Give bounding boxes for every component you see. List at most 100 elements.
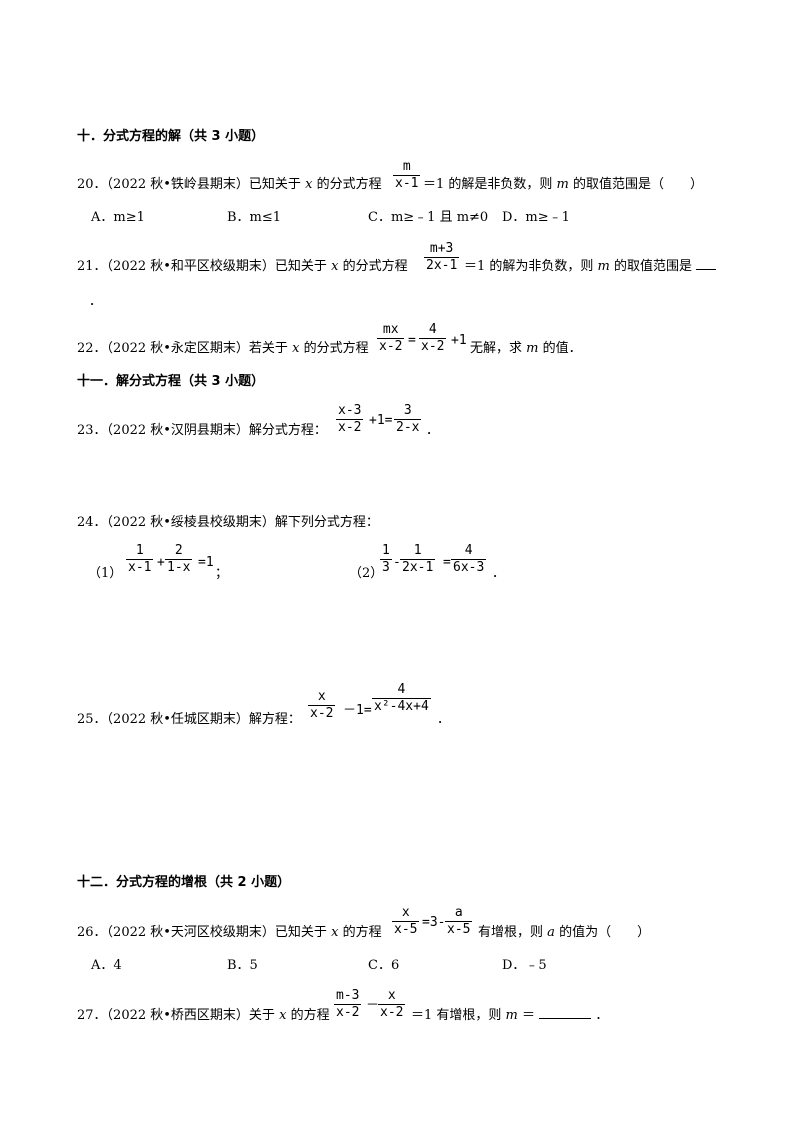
q26-fraction-2: a x-5 bbox=[445, 905, 473, 938]
q21-denominator: 2x-1 bbox=[424, 257, 460, 273]
q24-p1-plus: + bbox=[157, 555, 165, 570]
q26-var-x: x bbox=[331, 925, 339, 940]
q24-p1-f1-denominator: x-1 bbox=[126, 559, 154, 575]
q22-var-m: m bbox=[526, 341, 539, 356]
q27-var-m: m bbox=[505, 1008, 518, 1023]
q22-fraction-1: mx x-2 bbox=[377, 322, 405, 355]
q27-minus: － bbox=[366, 998, 380, 1013]
q23-f2-denominator: 2-x bbox=[394, 419, 422, 435]
q23-f2-numerator: 3 bbox=[403, 403, 412, 418]
q20-option-c: C．m≥﹣1 且 m≠0 bbox=[368, 210, 489, 225]
q25-f2-numerator: 4 bbox=[397, 682, 406, 697]
q26-option-d: D．﹣5 bbox=[502, 958, 547, 973]
q26-f1-numerator: x bbox=[401, 905, 410, 920]
q22-f1-denominator: x-2 bbox=[377, 338, 405, 354]
q24-p1-fraction-1: 1 x-1 bbox=[126, 543, 154, 576]
q24-p2-equals: = bbox=[443, 555, 451, 570]
q26-mid: 的方程 bbox=[342, 925, 382, 940]
q24-p2-f1-denominator: 3 bbox=[380, 559, 392, 575]
q27-answer-blank[interactable] bbox=[539, 1018, 592, 1019]
q26-prefix: 26．（2022 秋•天河区校级期末）已知关于 bbox=[77, 925, 327, 940]
q27-mid: 的方程 bbox=[290, 1008, 330, 1023]
q26-f2-numerator: a bbox=[454, 905, 463, 920]
q21-numerator: m+3 bbox=[429, 241, 454, 256]
q21-post-b: 的取值范围是 bbox=[614, 259, 693, 274]
question-27: 27．（2022 秋•桥西区期末）关于 x 的方程 bbox=[77, 1008, 330, 1024]
q26-option-b: B．5 bbox=[227, 958, 258, 973]
q21-tail: ＝1 的解为非负数，则 m 的取值范围是 bbox=[464, 259, 717, 275]
section-title-10: 十．分式方程的解（共 3 小题） bbox=[77, 129, 265, 144]
question-26: 26．（2022 秋•天河区校级期末）已知关于 x 的方程 bbox=[77, 925, 382, 941]
q20-option-b: B．m≤1 bbox=[227, 210, 282, 225]
q22-mid: 的分式方程 bbox=[303, 341, 369, 356]
q23-operator: +1= bbox=[369, 413, 393, 428]
q23-period: ． bbox=[426, 423, 440, 438]
q21-period: ． bbox=[89, 294, 103, 309]
q24-p2-f2-numerator: 1 bbox=[413, 543, 422, 558]
q27-post-a: ＝1 有增根，则 bbox=[411, 1008, 502, 1023]
q26-var-a: a bbox=[547, 925, 555, 940]
q24-p2-fraction-3: 4 6x-3 bbox=[451, 543, 487, 576]
q26-tail: 有增根，则 a 的值为（ ） bbox=[478, 925, 650, 941]
q24-p2-f3-numerator: 4 bbox=[464, 543, 473, 558]
q20-option-d: D．m≥﹣1 bbox=[502, 210, 570, 225]
q24-p1-equals: =1 bbox=[198, 555, 214, 570]
q22-f2-numerator: 4 bbox=[428, 322, 437, 337]
q24-p2-end: ． bbox=[492, 566, 506, 581]
q24-p1-f2-denominator: 1-x bbox=[165, 559, 193, 575]
q27-f2-numerator: x bbox=[387, 988, 396, 1003]
q21-post-a: ＝1 的解为非负数，则 bbox=[464, 259, 594, 274]
question-20: 20．（2022 秋•铁岭县期末）已知关于 x 的分式方程 bbox=[77, 177, 382, 193]
q20-var-x: x bbox=[305, 177, 313, 192]
section-title-12: 十二．分式方程的增根（共 2 小题） bbox=[77, 875, 291, 890]
q23-fraction-2: 3 2-x bbox=[394, 403, 422, 436]
q24-part-1-label: （1） bbox=[88, 566, 123, 581]
q20-tail: ＝1 的解是非负数，则 m 的取值范围是（ ） bbox=[423, 177, 703, 193]
q21-mid: 的分式方程 bbox=[342, 259, 408, 274]
q26-post-b: 的值为（ ） bbox=[559, 925, 651, 940]
q22-f2-denominator: x-2 bbox=[419, 338, 447, 354]
q22-prefix: 22．（2022 秋•永定区期末）若关于 bbox=[77, 341, 288, 356]
q24-p2-fraction-1: 1 3 bbox=[380, 543, 392, 576]
q27-period: ． bbox=[595, 1008, 609, 1023]
q26-option-a: A．4 bbox=[91, 958, 122, 973]
q27-f1-denominator: x-2 bbox=[334, 1004, 362, 1020]
question-24: 24．（2022 秋•绥棱县校级期末）解下列分式方程： bbox=[77, 515, 379, 530]
q20-var-m: m bbox=[556, 177, 569, 192]
q20-denominator: x-1 bbox=[393, 175, 421, 191]
section-title-11: 十一．解分式方程（共 3 小题） bbox=[77, 374, 265, 389]
q27-post-b: ＝ bbox=[522, 1008, 536, 1023]
q25-period: ． bbox=[437, 712, 451, 727]
q20-option-a: A．m≥1 bbox=[91, 210, 145, 225]
q21-answer-blank[interactable] bbox=[696, 269, 717, 270]
q24-p1-f2-numerator: 2 bbox=[174, 543, 183, 558]
q20-fraction: m x-1 bbox=[393, 159, 421, 192]
q27-f1-numerator: m-3 bbox=[336, 988, 360, 1003]
q27-var-x: x bbox=[279, 1008, 287, 1023]
question-22: 22．（2022 秋•永定区期末）若关于 x 的分式方程 bbox=[77, 341, 369, 357]
q22-tail: 无解，求 m 的值． bbox=[470, 341, 582, 357]
q25-f2-denominator: x²-4x+4 bbox=[372, 698, 431, 714]
q25-f1-numerator: x bbox=[317, 689, 326, 704]
q22-fraction-2: 4 x-2 bbox=[419, 322, 447, 355]
question-25: 25．（2022 秋•任城区期末）解方程： bbox=[77, 712, 301, 727]
question-23: 23．（2022 秋•汉阴县期末）解分式方程： bbox=[77, 423, 327, 438]
q26-post-a: 有增根，则 bbox=[478, 925, 544, 940]
q22-f1-numerator: mx bbox=[382, 322, 399, 337]
q24-p2-f3-denominator: 6x-3 bbox=[451, 559, 487, 575]
q21-var-m: m bbox=[597, 259, 610, 274]
q20-post-b: 的取值范围是（ ） bbox=[573, 177, 704, 192]
q23-fraction-1: x-3 x-2 bbox=[336, 403, 364, 436]
q23-f1-denominator: x-2 bbox=[336, 419, 364, 435]
q20-numerator: m bbox=[402, 159, 411, 174]
q26-fraction-1: x x-5 bbox=[392, 905, 420, 938]
q24-p2-fraction-2: 1 2x-1 bbox=[400, 543, 436, 576]
q27-prefix: 27．（2022 秋•桥西区期末）关于 bbox=[77, 1008, 275, 1023]
q20-mid: 的分式方程 bbox=[316, 177, 382, 192]
q21-var-x: x bbox=[331, 259, 339, 274]
q24-p2-f1-numerator: 1 bbox=[382, 543, 390, 558]
q24-p2-minus: - bbox=[393, 555, 401, 570]
question-21: 21．（2022 秋•和平区校级期末）已知关于 x 的分式方程 bbox=[77, 259, 408, 275]
q22-var-x: x bbox=[292, 341, 300, 356]
q27-tail: ＝1 有增根，则 m ＝ ． bbox=[411, 1008, 608, 1024]
